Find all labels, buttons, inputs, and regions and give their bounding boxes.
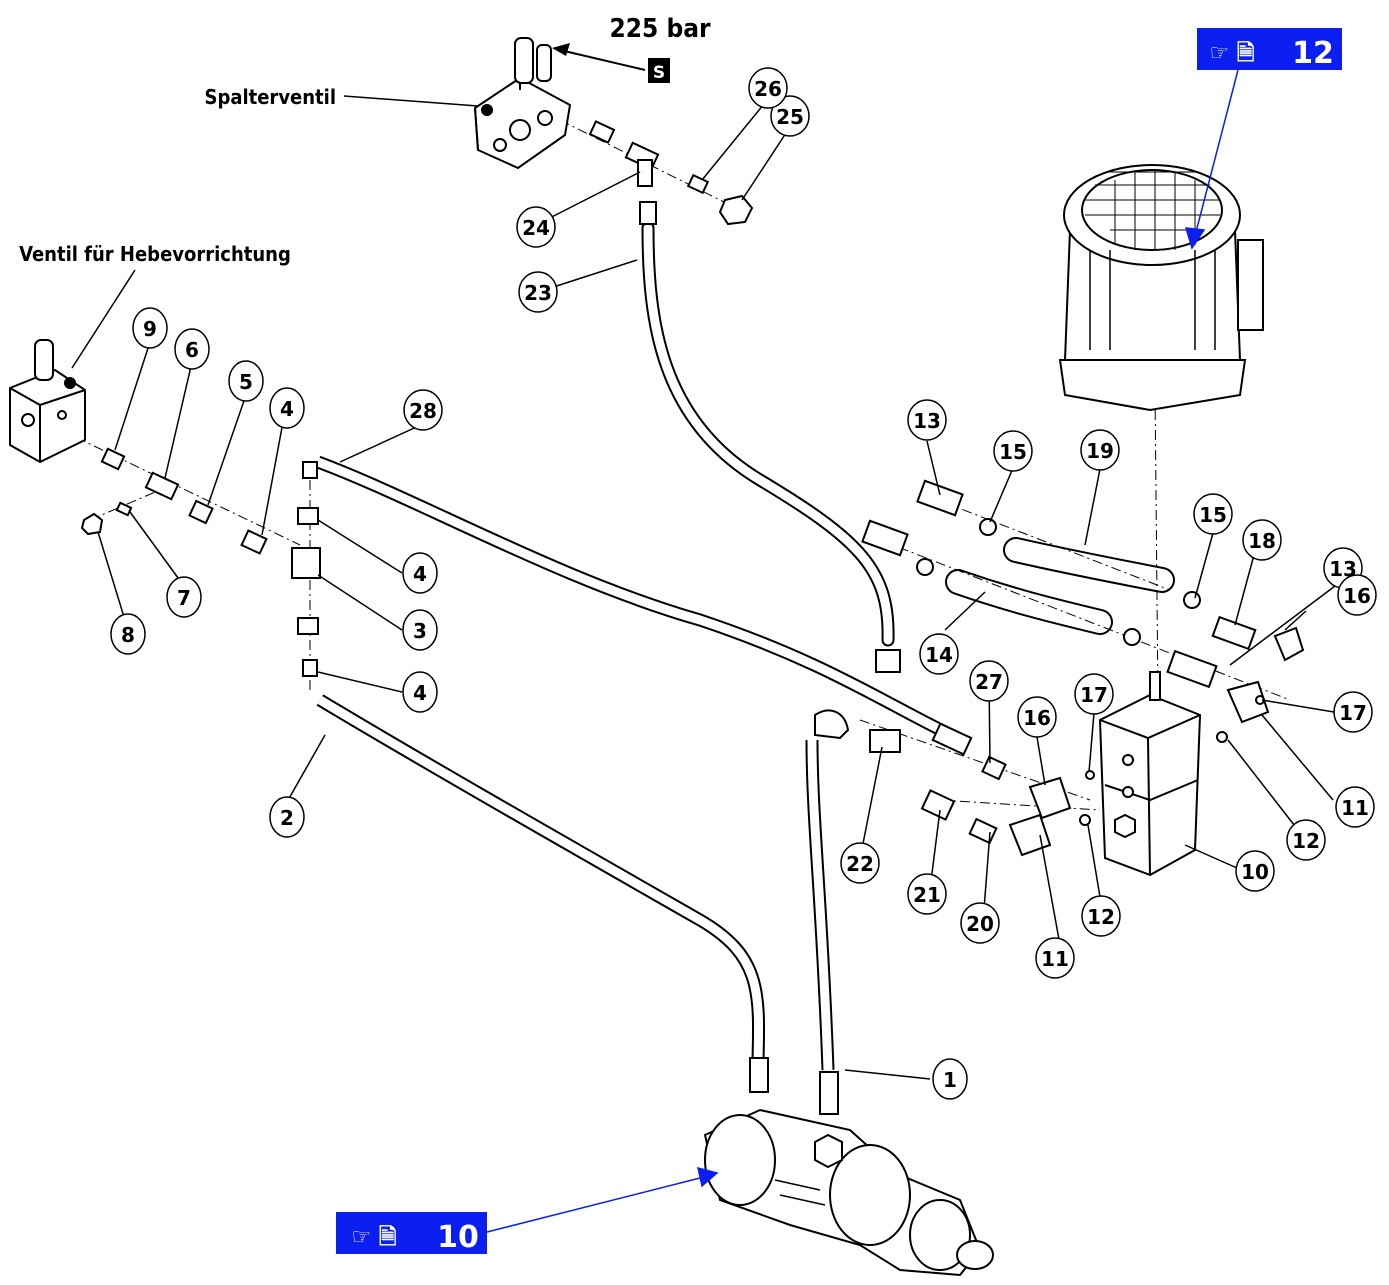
reference-badge-10[interactable]: ☞ 🗎 10 (336, 1212, 487, 1255)
callout-10: 10 (1235, 850, 1275, 892)
svg-text:12: 12 (1087, 905, 1115, 929)
callout-13a: 13 (907, 399, 947, 441)
spalterventil-label: Spalterventil (204, 85, 336, 109)
svg-text:28: 28 (409, 399, 437, 423)
svg-text:15: 15 (999, 440, 1027, 464)
svg-text:22: 22 (846, 852, 874, 876)
svg-text:10: 10 (1241, 860, 1269, 884)
svg-text:11: 11 (1341, 796, 1369, 820)
callout-2: 2 (269, 796, 305, 838)
callout-19: 19 (1080, 429, 1120, 471)
svg-text:4: 4 (413, 562, 427, 586)
callout-9: 9 (132, 307, 168, 349)
svg-text:26: 26 (754, 77, 782, 101)
callout-17b: 17 (1333, 691, 1373, 733)
svg-text:24: 24 (522, 216, 550, 240)
svg-text:6: 6 (185, 338, 199, 362)
svg-text:8: 8 (121, 623, 135, 647)
callout-5: 5 (228, 360, 264, 402)
svg-text:7: 7 (177, 586, 191, 610)
callout-7: 7 (166, 576, 202, 618)
svg-text:17: 17 (1080, 683, 1108, 707)
callout-4b: 4 (402, 671, 438, 713)
hose-14 (945, 569, 1113, 635)
callout-4c: 4 (269, 387, 305, 429)
callout-25: 25 (770, 95, 810, 137)
gear-pump (703, 1057, 994, 1277)
callout-22: 22 (840, 842, 880, 884)
svg-text:13: 13 (913, 409, 941, 433)
hoses (315, 221, 1175, 1071)
hose-28 (315, 455, 948, 738)
svg-text:23: 23 (524, 281, 552, 305)
svg-text:4: 4 (280, 397, 294, 421)
callout-11a: 11 (1335, 786, 1375, 828)
svg-text:1: 1 (943, 1068, 957, 1092)
svg-text:25: 25 (776, 105, 804, 129)
pointing-document-icon: ☞ 🗎 (1209, 40, 1254, 66)
callout-24: 24 (516, 206, 556, 248)
callout-28: 28 (403, 389, 443, 431)
svg-text:27: 27 (975, 670, 1003, 694)
reference-arrows (486, 69, 1239, 1233)
callout-14: 14 (919, 633, 959, 675)
svg-text:14: 14 (925, 643, 953, 667)
svg-text:20: 20 (966, 912, 994, 936)
callout-16a: 16 (1337, 574, 1377, 616)
callout-11b: 11 (1035, 937, 1075, 979)
reference-number-12: 12 (1292, 36, 1334, 71)
reference-badge-12[interactable]: ☞ 🗎 12 (1197, 28, 1342, 71)
hebeventil-label: Ventil für Hebevorrichtung (19, 242, 291, 266)
double-pump (1098, 671, 1202, 877)
callout-16b: 16 (1017, 696, 1057, 738)
svg-text:9: 9 (143, 317, 157, 341)
svg-text:11: 11 (1041, 947, 1069, 971)
svg-text:3: 3 (413, 619, 427, 643)
callout-26: 26 (748, 67, 788, 109)
callout-8: 8 (110, 613, 146, 655)
electric-motor (1058, 164, 1264, 412)
svg-text:19: 19 (1086, 439, 1114, 463)
pressure-setting: 225 bar S (552, 14, 711, 83)
hose-2 (316, 694, 766, 1061)
callout-18: 18 (1242, 519, 1282, 561)
callout-17a: 17 (1074, 673, 1114, 715)
right-fittings (814, 479, 1305, 857)
hose-23 (641, 221, 895, 647)
pressure-label: 225 bar (609, 14, 710, 44)
hebeventil-valve (9, 339, 86, 464)
svg-text:4: 4 (413, 681, 427, 705)
hose-1 (805, 739, 835, 1071)
callout-3: 3 (402, 609, 438, 651)
s-badge: S (653, 63, 665, 83)
callout-21: 21 (907, 873, 947, 915)
svg-text:5: 5 (239, 370, 253, 394)
callout-12b: 12 (1081, 895, 1121, 937)
callouts: 1 2 3 4 4 4 5 6 7 8 9 10 11 11 12 12 13 … (110, 67, 1377, 1100)
pointing-document-icon: ☞ 🗎 (351, 1224, 396, 1250)
callout-6: 6 (174, 328, 210, 370)
svg-text:2: 2 (280, 806, 294, 830)
callout-1: 1 (932, 1058, 968, 1100)
callout-15a: 15 (993, 430, 1033, 472)
callout-20: 20 (960, 902, 1000, 944)
svg-text:17: 17 (1339, 701, 1367, 725)
svg-text:16: 16 (1023, 706, 1051, 730)
callout-23: 23 (518, 271, 558, 313)
callout-15b: 15 (1193, 493, 1233, 535)
top-fittings (588, 120, 754, 226)
left-fittings (80, 447, 321, 677)
spalterventil-valve (473, 37, 572, 170)
callout-12a: 12 (1286, 819, 1326, 861)
svg-text:12: 12 (1292, 829, 1320, 853)
svg-text:18: 18 (1248, 529, 1276, 553)
svg-text:15: 15 (1199, 503, 1227, 527)
svg-text:16: 16 (1343, 584, 1371, 608)
hose-19 (1003, 537, 1175, 593)
callout-4a: 4 (402, 552, 438, 594)
callout-27: 27 (969, 660, 1009, 702)
svg-text:21: 21 (913, 883, 941, 907)
reference-number-10: 10 (437, 1220, 479, 1255)
